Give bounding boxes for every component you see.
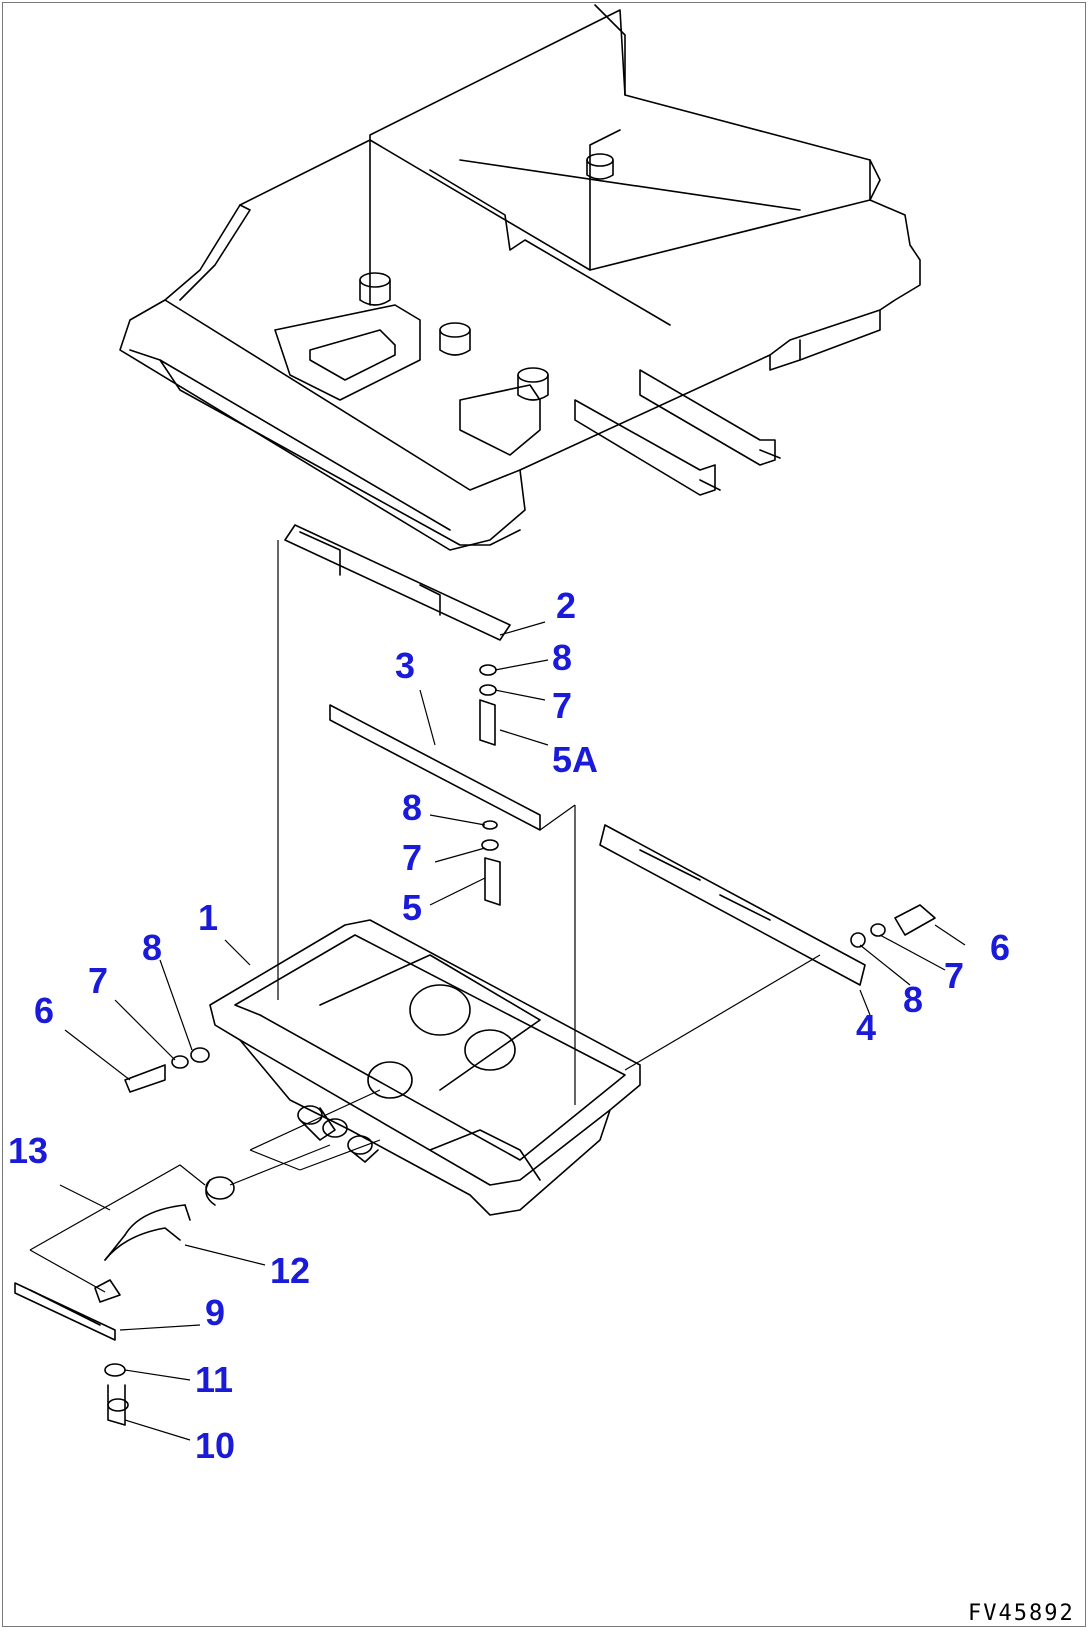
hose-12 bbox=[104, 1176, 235, 1261]
tray-1 bbox=[209, 919, 641, 1216]
leader-lines bbox=[29, 540, 966, 1441]
clamp-13 bbox=[94, 1279, 121, 1303]
callout-2: 2 bbox=[556, 585, 576, 626]
callout-7: 7 bbox=[88, 960, 108, 1001]
callout-8: 8 bbox=[402, 787, 422, 828]
bracket-2 bbox=[284, 524, 511, 641]
callout-8: 8 bbox=[142, 927, 162, 968]
callout-7: 7 bbox=[552, 685, 572, 726]
floor-frame bbox=[119, 4, 921, 551]
callout-8: 8 bbox=[552, 637, 572, 678]
rod-4 bbox=[599, 824, 866, 986]
bracket-9 bbox=[14, 1282, 116, 1341]
callout-8: 8 bbox=[903, 979, 923, 1020]
callout-6: 6 bbox=[34, 990, 54, 1031]
callout-10: 10 bbox=[195, 1425, 235, 1466]
callout-4: 4 bbox=[856, 1007, 876, 1048]
callout-1: 1 bbox=[198, 897, 218, 938]
callout-11: 11 bbox=[195, 1359, 233, 1400]
callout-7: 7 bbox=[944, 955, 964, 996]
drawing-code: FV45892 bbox=[968, 1601, 1075, 1626]
callout-12: 12 bbox=[270, 1250, 310, 1291]
hardware bbox=[104, 664, 936, 1426]
rod-3 bbox=[329, 704, 541, 831]
callout-7: 7 bbox=[402, 837, 422, 878]
callouts: 2 8 7 5A 3 8 7 5 1 8 7 6 6 7 8 4 13 12 9… bbox=[8, 585, 1010, 1466]
callout-9: 9 bbox=[205, 1292, 225, 1333]
callout-5a: 5A bbox=[552, 739, 598, 780]
callout-3: 3 bbox=[395, 645, 415, 686]
callout-5: 5 bbox=[402, 887, 422, 928]
callout-13: 13 bbox=[8, 1130, 48, 1171]
callout-6: 6 bbox=[990, 927, 1010, 968]
